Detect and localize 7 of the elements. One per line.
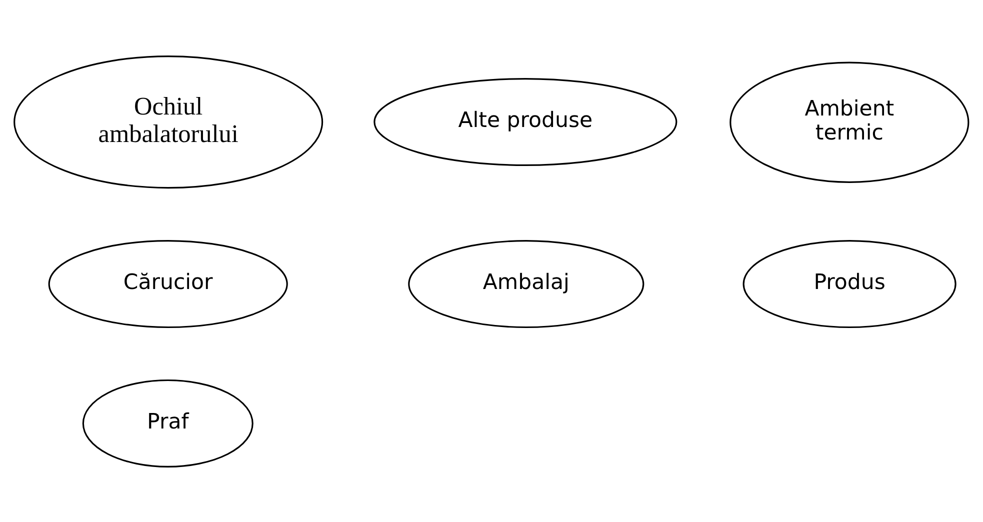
- node-ellipse: Praf: [82, 378, 254, 468]
- node-ellipse: Alte produse: [374, 77, 678, 166]
- node-ellipse: Ochiul ambalatorului: [14, 55, 324, 188]
- node-ellipse: Ambient termic: [730, 61, 970, 182]
- node-ellipse: Produs: [742, 240, 956, 328]
- node-ellipse: Ambalaj: [408, 240, 644, 328]
- node-ellipse: Cărucior: [48, 240, 288, 328]
